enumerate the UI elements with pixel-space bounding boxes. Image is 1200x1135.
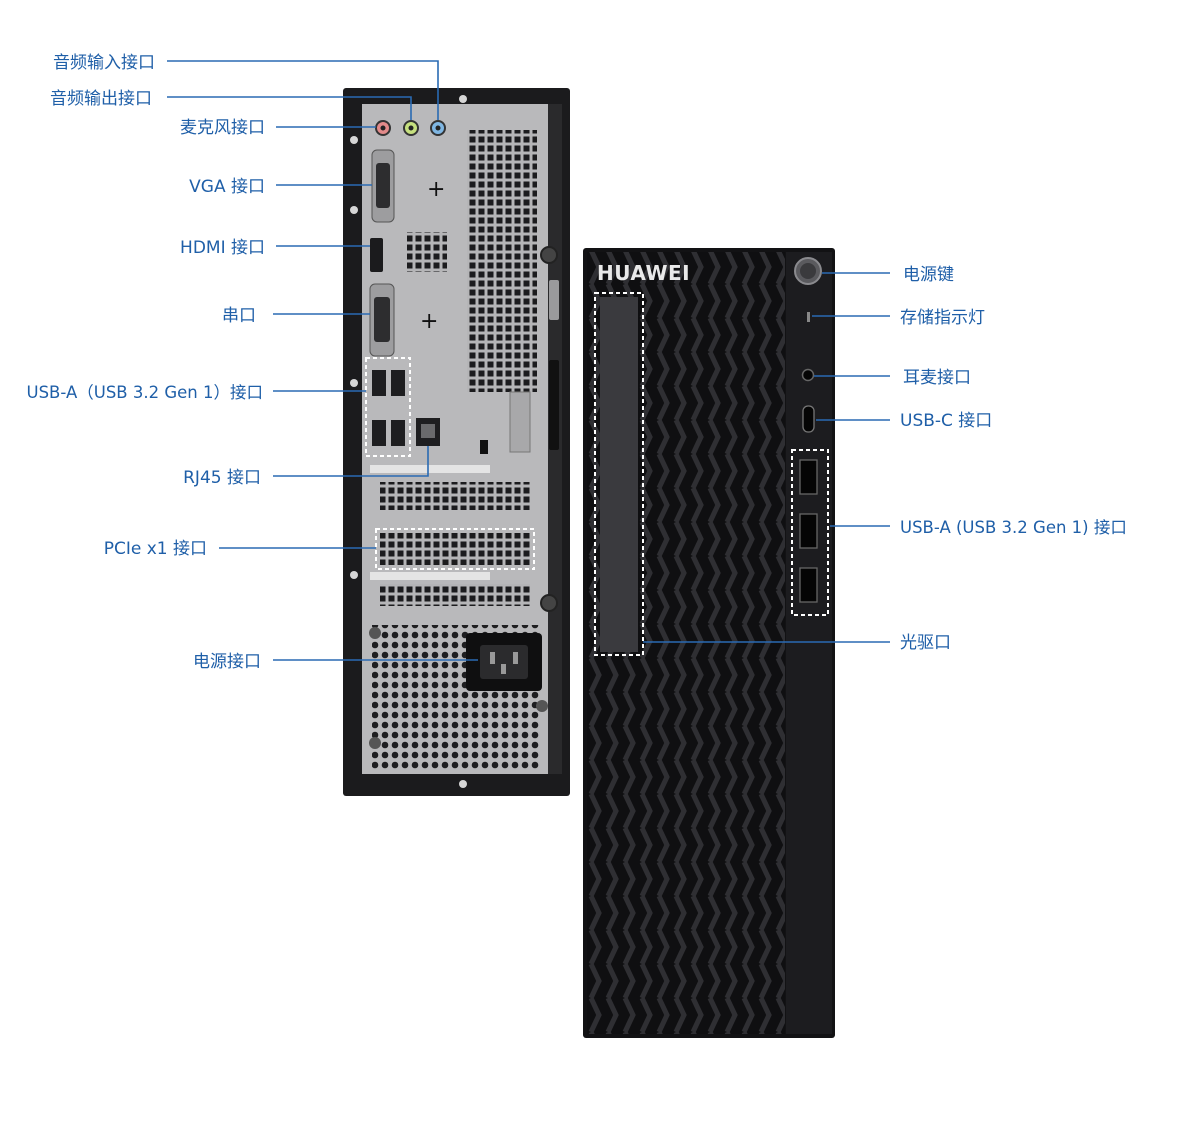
svg-text:+: + xyxy=(420,309,438,334)
label-serial: 串口 xyxy=(222,306,256,326)
headset-jack xyxy=(801,368,815,382)
label-optical: 光驱口 xyxy=(900,633,951,653)
label-hdmi: HDMI 接口 xyxy=(180,238,265,258)
pcie-slot xyxy=(380,533,530,565)
front-usb-port xyxy=(799,513,818,549)
rear-usb-highlight xyxy=(365,357,411,457)
label-power-key: 电源键 xyxy=(903,265,954,285)
label-vga: VGA 接口 xyxy=(189,177,265,197)
front-usb-port xyxy=(799,567,818,603)
label-audio-out: 音频输出接口 xyxy=(50,89,152,109)
label-usb-c: USB-C 接口 xyxy=(900,411,992,431)
front-usb-c-port xyxy=(802,405,815,433)
label-rj45: RJ45 接口 xyxy=(183,468,261,488)
front-usb-port xyxy=(799,459,818,495)
rear-vent-grid xyxy=(467,130,537,392)
optical-highlight xyxy=(594,292,644,656)
rear-usb-port xyxy=(372,420,386,446)
pcie-highlight xyxy=(375,528,535,570)
rear-usb-port xyxy=(372,370,386,396)
front-view: HUAWEI xyxy=(583,248,835,1038)
brand-logo: HUAWEI xyxy=(597,261,690,285)
front-usb-highlight xyxy=(791,449,829,616)
storage-led xyxy=(807,312,810,322)
pcie-slot xyxy=(380,482,530,510)
label-front-usb-a: USB-A (USB 3.2 Gen 1) 接口 xyxy=(900,518,1127,537)
label-headset: 耳麦接口 xyxy=(903,368,971,388)
label-storage-led: 存储指示灯 xyxy=(900,308,985,328)
front-control-strip xyxy=(786,252,832,1034)
rear-view: + + xyxy=(343,88,570,796)
label-mic: 麦克风接口 xyxy=(180,118,265,138)
label-rear-usb-a: USB-A（USB 3.2 Gen 1）接口 xyxy=(27,383,264,402)
rear-usb-port xyxy=(391,420,405,446)
optical-drive xyxy=(600,297,638,652)
label-pcie: PCIe x1 接口 xyxy=(104,539,207,559)
svg-text:+: + xyxy=(427,177,445,202)
hdmi-port xyxy=(370,238,383,272)
label-power-port: 电源接口 xyxy=(193,652,261,672)
label-audio-in: 音频输入接口 xyxy=(53,53,155,73)
pcie-slot xyxy=(380,584,530,606)
rear-usb-port xyxy=(391,370,405,396)
